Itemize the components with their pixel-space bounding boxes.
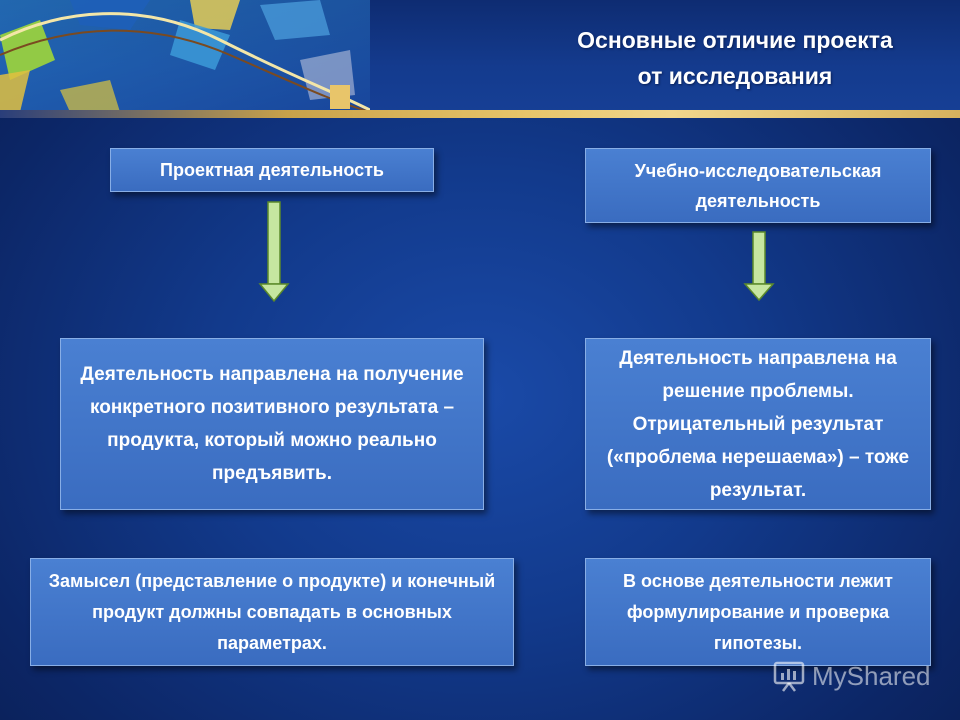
watermark-text: MyShared	[812, 660, 931, 691]
research-activity-description-text: Деятельность направлена на решение пробл…	[606, 347, 910, 501]
title-line-2: от исследования	[637, 63, 833, 89]
research-activity-header-text: Учебно-исследовательская деятельность	[634, 160, 882, 211]
research-activity-description: Деятельность направлена на решение пробл…	[585, 338, 931, 510]
title-line-1: Основные отличие проекта	[577, 27, 893, 53]
research-activity-header: Учебно-исследовательская деятельность	[585, 148, 931, 223]
research-activity-note: В основе деятельности лежит формулирован…	[585, 558, 931, 666]
presentation-board-icon	[773, 661, 805, 692]
project-activity-header-text: Проектная деятельность	[160, 160, 384, 180]
project-activity-header: Проектная деятельность	[110, 148, 434, 192]
project-activity-note-text: Замысел (представление о продукте) и кон…	[48, 570, 496, 653]
slide-title: Основные отличие проекта от исследования	[500, 22, 960, 94]
accent-divider	[0, 110, 960, 118]
research-activity-note-text: В основе деятельности лежит формулирован…	[623, 570, 893, 653]
decorative-header-graphic	[0, 0, 370, 112]
project-activity-description: Деятельность направлена на получение кон…	[60, 338, 484, 510]
down-arrow-icon	[743, 231, 775, 302]
watermark: MyShared	[772, 652, 952, 700]
project-activity-note: Замысел (представление о продукте) и кон…	[30, 558, 514, 666]
down-arrow-icon	[258, 201, 290, 303]
project-activity-description-text: Деятельность направлена на получение кон…	[80, 364, 464, 484]
slide-header: Основные отличие проекта от исследования	[0, 0, 960, 112]
